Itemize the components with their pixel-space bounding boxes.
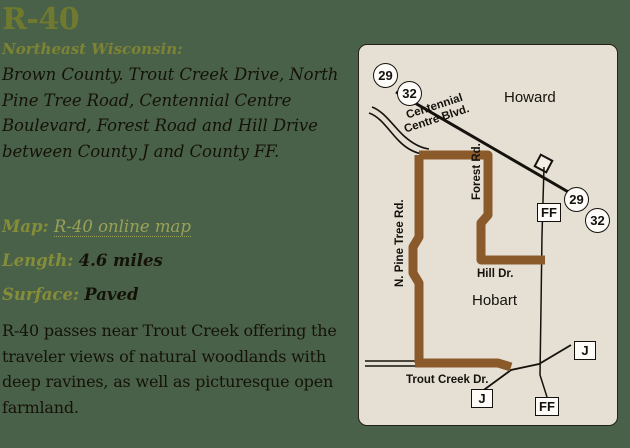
county-marker-j-east: J [574,341,596,360]
highway-29-32-line [395,90,578,199]
interchange-icon [533,153,554,174]
surface-value: Paved [84,285,139,304]
map-panel: 29 32 29 32 FF J J FF Howard Hobart Cent… [358,44,618,426]
shield-29-northwest: 29 [373,63,398,88]
shield-32-northwest: 32 [397,81,422,106]
route-description: Brown County. Trout Creek Drive, North P… [2,65,339,161]
surface-label: Surface: [2,285,80,304]
route-forest-hill-segment [419,150,545,265]
place-label-hobart: Hobart [472,292,518,309]
road-label-trout-creek-dr: Trout Creek Dr. [406,374,489,386]
place-label-howard: Howard [504,89,556,106]
county-marker-ff-south: FF [535,397,559,416]
length-label: Length: [2,251,74,270]
route-n-pine-tree-segment [408,155,424,363]
region-label: Northeast Wisconsin: [2,40,183,58]
county-marker-ff-north: FF [537,203,561,222]
surface-row: Surface: Paved [2,284,139,306]
map-graphics [365,90,578,398]
length-value: 4.6 miles [78,251,163,270]
route-trout-creek-segment [415,358,513,372]
page-title: R-40 [2,2,80,37]
route-info-panel: R-40 Northeast Wisconsin: Brown County. … [2,2,339,417]
route-map[interactable]: 29 32 29 32 FF J J FF Howard Hobart Cent… [358,44,618,426]
map-row: Map: R-40 online map [2,216,191,238]
county-marker-j-south: J [471,389,493,408]
route-narrative: R-40 passes near Trout Creek offering th… [2,321,337,417]
road-label-hill-dr: Hill Dr. [477,268,514,280]
shield-29-southeast: 29 [564,187,589,212]
online-map-link[interactable]: R-40 online map [53,217,191,237]
road-label-forest-rd: Forest Rd. [471,143,483,200]
centennial-centre-blvd-line-b [371,106,430,150]
length-row: Length: 4.6 miles [2,250,163,272]
centennial-centre-blvd-line-a [368,112,424,155]
county-j-road-line [480,344,572,393]
map-label: Map: [2,217,49,236]
road-label-n-pine-tree-rd: N. Pine Tree Rd. [394,199,406,287]
shield-32-southeast: 32 [585,208,610,233]
